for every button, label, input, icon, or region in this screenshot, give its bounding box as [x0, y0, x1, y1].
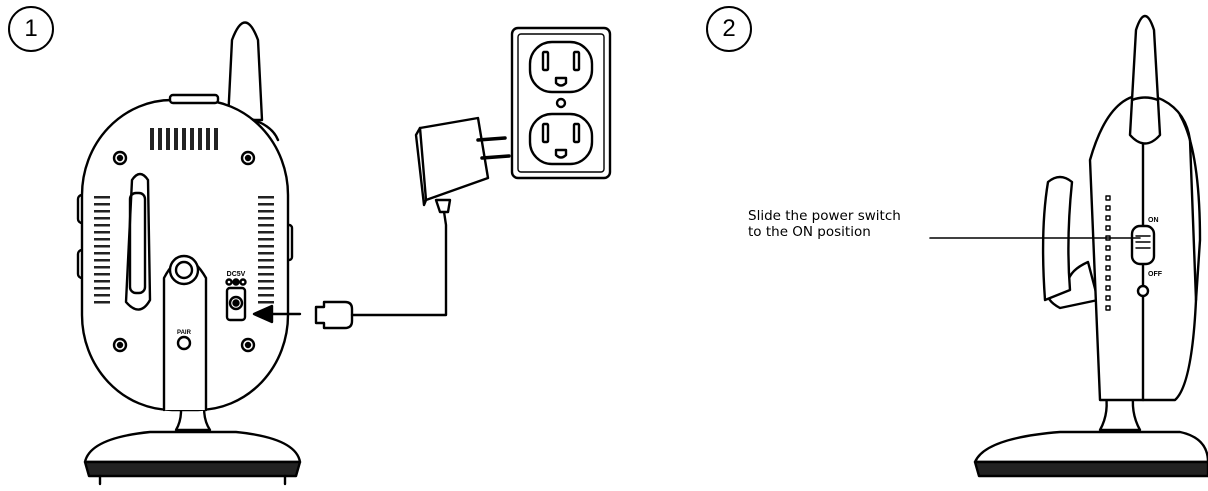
power-adapter-illustration — [314, 116, 511, 330]
side-vent-dots — [1105, 195, 1111, 311]
step-2-badge: 2 — [706, 6, 752, 52]
adapter-body — [418, 116, 490, 202]
pair-label: PAIR — [177, 330, 192, 336]
switch-off-label: OFF — [1148, 271, 1163, 278]
power-switch-callout: Slide the power switch to the ON positio… — [748, 208, 901, 240]
cable-plug — [314, 300, 354, 330]
camera-antenna — [226, 21, 264, 122]
insert-arrow — [252, 304, 302, 324]
power-switch — [1130, 224, 1156, 266]
wall-outlet — [510, 26, 612, 180]
step-1-number: 1 — [24, 15, 38, 42]
side-vents — [94, 196, 274, 304]
callout-line-1: Slide the power switch — [748, 208, 901, 224]
switch-on-label: ON — [1148, 217, 1159, 224]
step-1-badge: 1 — [8, 6, 54, 52]
camera-side-illustration — [973, 14, 1208, 478]
camera-back-illustration — [76, 21, 302, 486]
top-vent — [150, 128, 218, 150]
pair-button — [176, 335, 192, 351]
power-cable — [350, 203, 448, 317]
step-2-number: 2 — [722, 15, 736, 42]
camera-base — [83, 430, 302, 464]
dc-port-label: DC5V — [227, 271, 246, 278]
callout-line-2: to the ON position — [748, 224, 871, 240]
screws — [112, 150, 256, 353]
side-antenna — [1128, 14, 1162, 145]
